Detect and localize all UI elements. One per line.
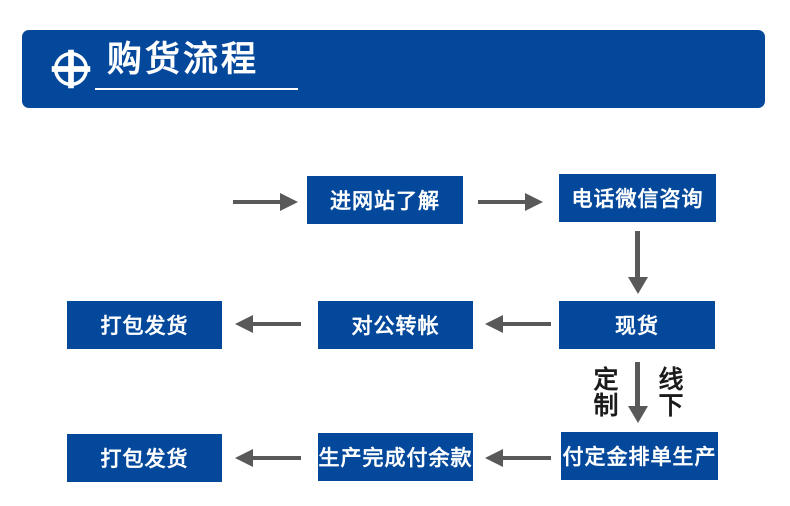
arrow-left-icon [235,315,301,333]
arrow-left-icon [485,315,551,333]
flow-node-phone-wechat: 电话微信咨询 [559,174,716,222]
arrow-left-icon [235,449,301,467]
flow-node-pay-balance: 生产完成付余款 [318,433,473,481]
flow-node-in-stock: 现货 [559,301,715,349]
title-underline [95,88,298,90]
flow-node-pay-deposit: 付定金排单生产 [561,432,718,480]
arrow-right-icon [233,193,298,211]
flow-node-corporate-transfer: 对公转帐 [318,301,473,349]
branch-label-offline: 线下 [655,366,684,418]
flow-node-pack-ship-2: 打包发货 [67,434,222,482]
plus-circle-icon [50,48,92,90]
flow-node-pack-ship-1: 打包发货 [67,301,222,349]
arrow-down-icon [635,362,640,406]
branch-label-custom: 定制 [590,366,619,418]
arrow-down-icon [635,231,640,277]
arrow-right-icon [478,193,543,211]
arrow-left-icon [485,449,551,467]
section-header-bar: 购货流程 [22,30,765,108]
flow-node-visit-website: 进网站了解 [307,176,463,224]
section-title: 购货流程 [107,40,260,79]
